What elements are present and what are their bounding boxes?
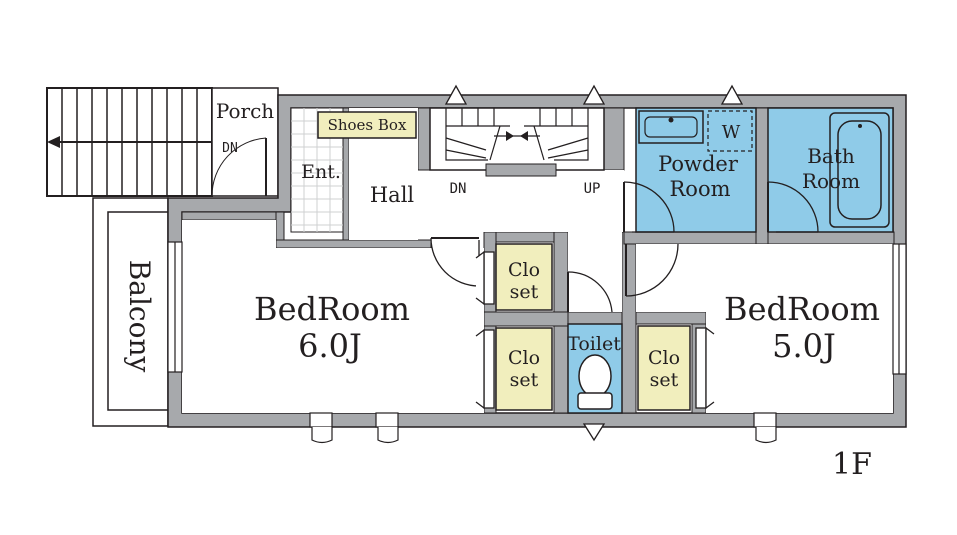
bedroom-right-size: 5.0J xyxy=(772,327,836,365)
toilet-icon xyxy=(578,354,612,398)
bedroom-left-name: BedRoom xyxy=(254,290,410,328)
closets xyxy=(495,243,691,411)
vent-icon xyxy=(582,84,606,105)
powder-room-label-line1: Powder xyxy=(658,152,739,176)
closet-upper xyxy=(495,243,553,311)
entrance-label: Ent. xyxy=(301,161,341,183)
bath-door xyxy=(767,181,819,233)
stair-dn-label: DN xyxy=(450,181,467,197)
porch-label: Porch xyxy=(216,99,274,123)
top-vents xyxy=(444,84,744,442)
window-left-bedroom xyxy=(167,241,183,373)
closet-right-door xyxy=(695,326,715,410)
closet-right xyxy=(637,325,691,411)
bedroom-right-door xyxy=(625,243,679,297)
toilet-label: Toilet xyxy=(567,333,621,355)
stair-arrow-icon xyxy=(47,136,60,148)
stair-dn-arrow-icon xyxy=(506,131,514,141)
closet-upper-label-line1: Clo xyxy=(508,259,540,281)
powder-room xyxy=(635,107,757,233)
balcony-area xyxy=(92,197,169,427)
balcony-label: Balcony xyxy=(123,260,156,373)
shoes-box-label: Shoes Box xyxy=(328,116,407,134)
closet-lower-label-line2: set xyxy=(510,369,539,391)
closet-lower-label-line1: Clo xyxy=(508,347,540,369)
hall-label: Hall xyxy=(370,183,415,207)
porch-door xyxy=(211,137,267,197)
vent-icon xyxy=(582,423,606,442)
stair-up-label: UP xyxy=(584,181,601,197)
washer-label: W xyxy=(722,122,741,143)
window-bottom-1 xyxy=(309,412,333,444)
powder-door xyxy=(623,181,675,233)
window-bottom-2 xyxy=(375,412,399,444)
interior-staircase xyxy=(429,107,605,177)
porch-dn-label: DN xyxy=(222,141,238,156)
toilet-door xyxy=(567,271,613,313)
windows xyxy=(167,241,907,444)
bedroom-left-size: 6.0J xyxy=(298,327,362,365)
shoes-box xyxy=(317,111,417,139)
closet-right-label-line1: Clo xyxy=(648,347,680,369)
floor-label: 1F xyxy=(832,447,872,482)
washer-space xyxy=(707,110,753,152)
toilet-room xyxy=(567,323,623,414)
closet-lower-door xyxy=(475,328,495,410)
bath-room-label-line2: Room xyxy=(802,169,860,193)
vent-icon xyxy=(720,84,744,105)
bedroom-right-name: BedRoom xyxy=(724,290,880,328)
closet-upper-door xyxy=(475,250,495,306)
window-bottom-3 xyxy=(753,412,777,444)
closet-upper-label-line2: set xyxy=(510,281,539,303)
vent-icon xyxy=(444,84,468,105)
closet-right-label-line2: set xyxy=(650,369,679,391)
window-right-bedroom xyxy=(892,243,907,375)
exterior-stairs xyxy=(46,87,213,197)
doors xyxy=(211,137,819,410)
room-labels: Porch DN Ent. Shoes Box Hall DN UP W Pow… xyxy=(123,99,880,482)
closet-lower-left xyxy=(495,327,553,411)
powder-room-label-line2: Room xyxy=(669,177,730,201)
bath-room-label-line1: Bath xyxy=(807,144,855,168)
bath-room xyxy=(767,107,894,233)
stair-up-arrow-icon xyxy=(520,131,528,141)
